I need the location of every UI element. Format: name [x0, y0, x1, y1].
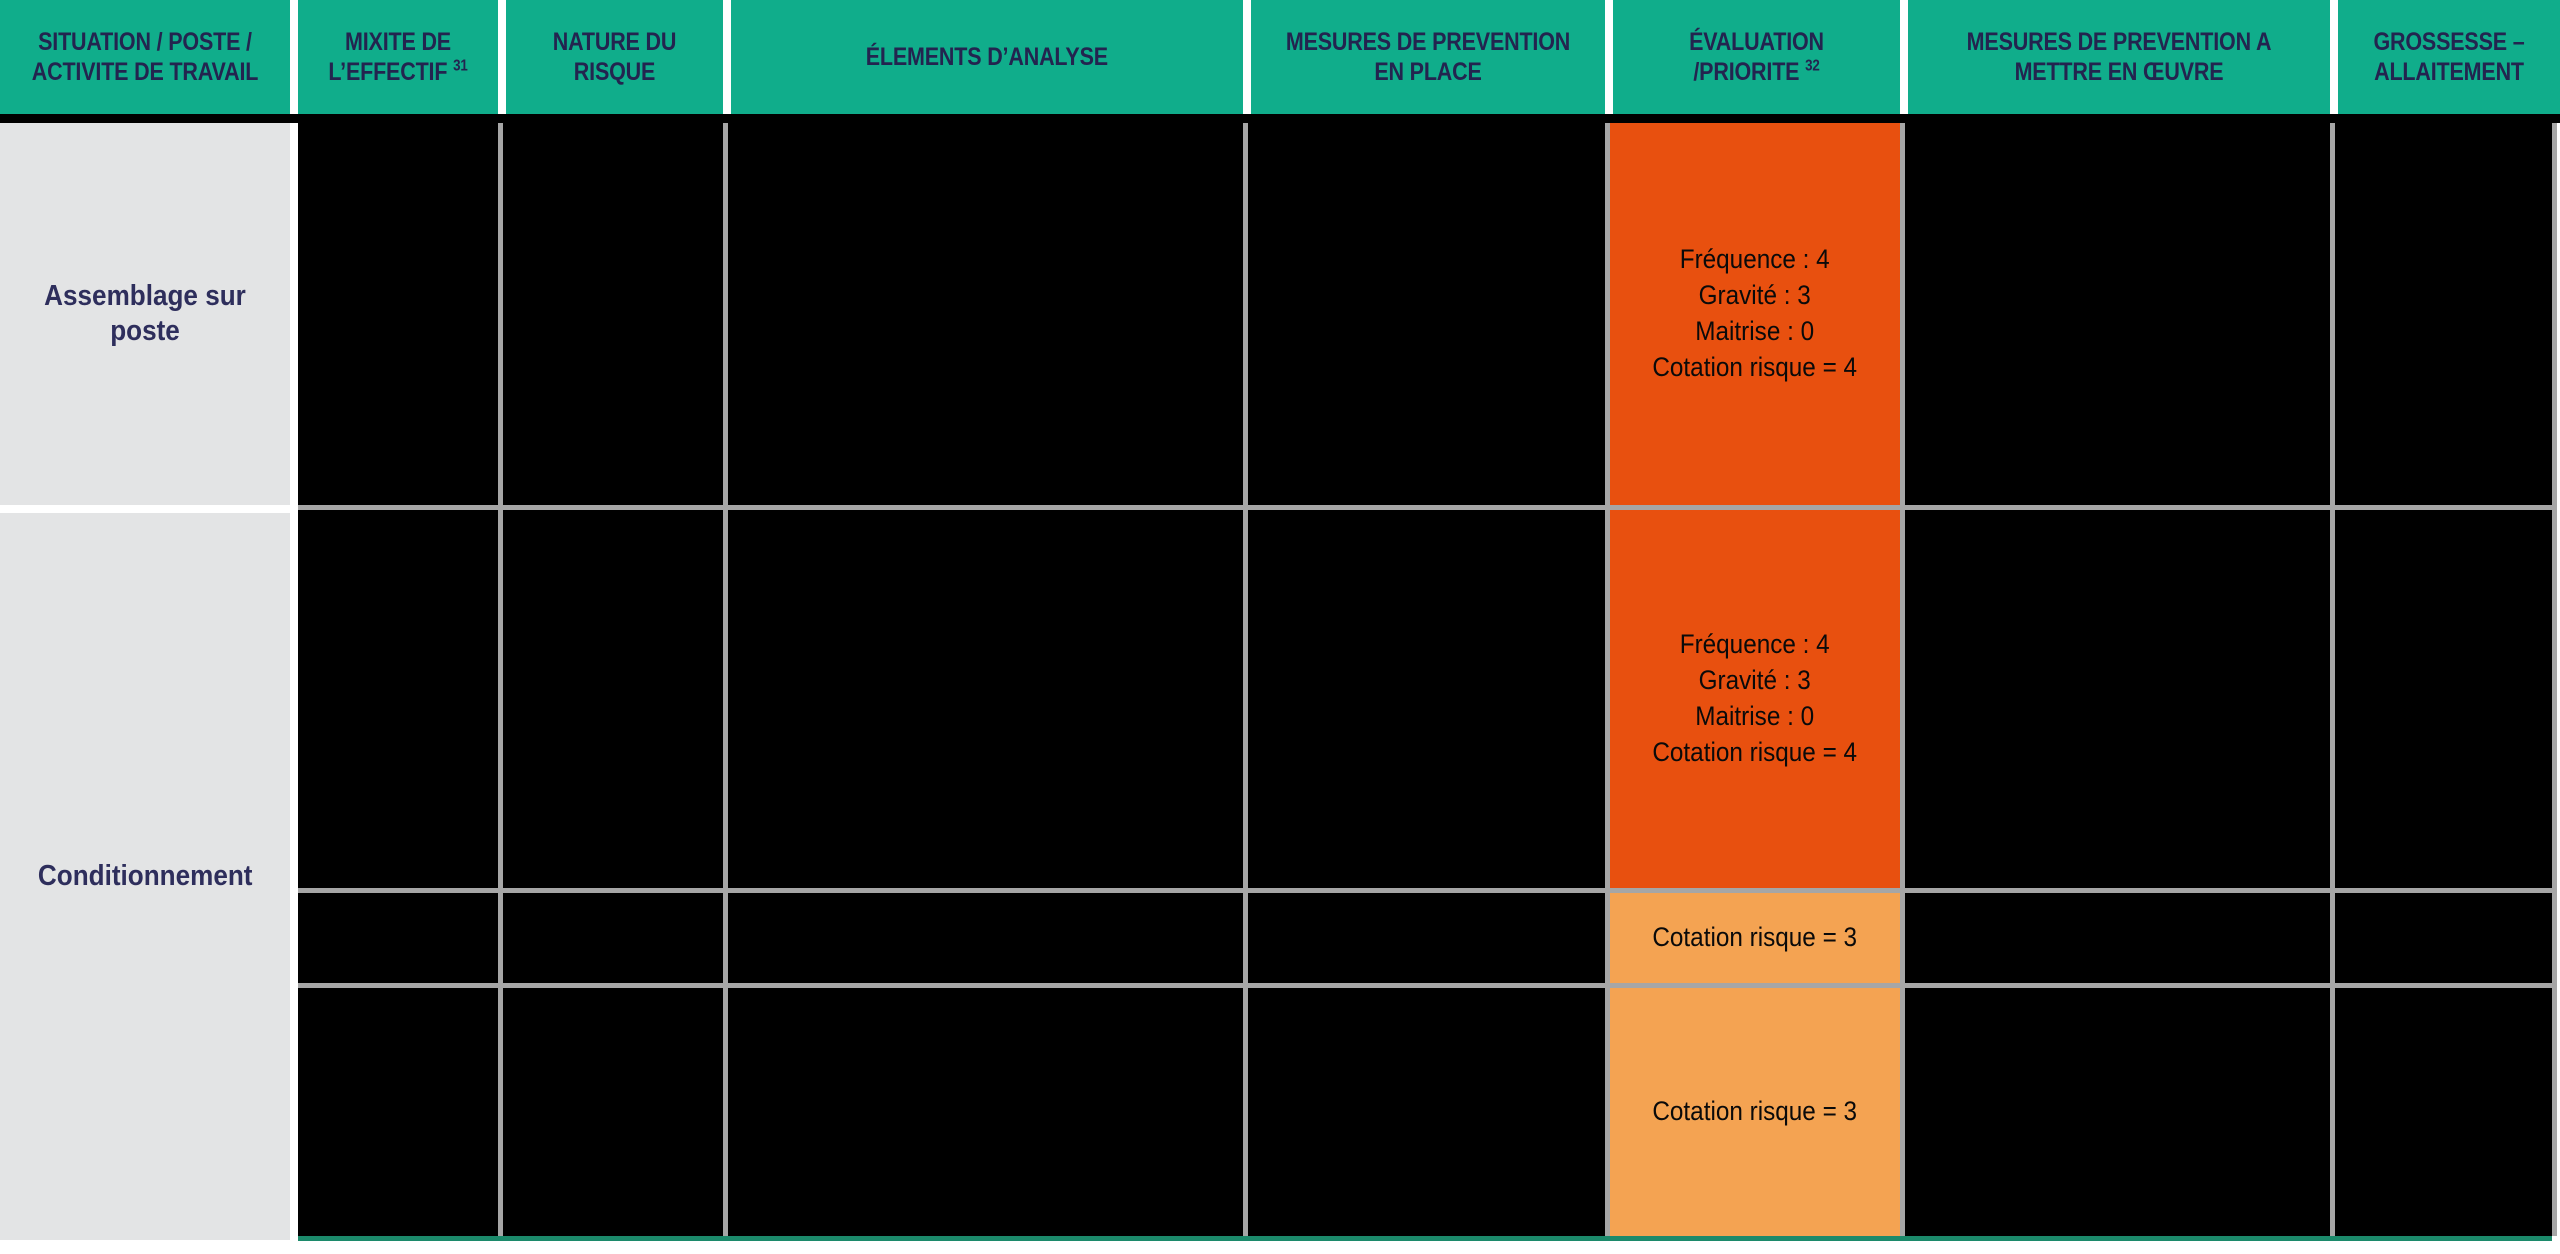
column-header-mixite[interactable]: MIXITE DE L’EFFECTIF 31 [298, 0, 498, 114]
cell-conditionnement-3-evaluation[interactable]: Cotation risque = 3 [1610, 988, 1900, 1236]
cell-conditionnement-3-mixite[interactable] [298, 988, 498, 1236]
cell-conditionnement-2-nature[interactable] [503, 893, 723, 983]
row-separator [298, 888, 2552, 893]
cell-conditionnement-1-nature[interactable] [503, 510, 723, 888]
cell-assemblage-elements[interactable] [728, 123, 1243, 505]
cell-conditionnement-2-grossesse[interactable] [2335, 893, 2552, 983]
cell-assemblage-grossesse[interactable] [2335, 123, 2552, 505]
cell-conditionnement-1-elements[interactable] [728, 510, 1243, 888]
column-separator [2330, 123, 2335, 1236]
cell-conditionnement-1-grossesse[interactable] [2335, 510, 2552, 888]
evaluation-text-conditionnement-2: Cotation risque = 3 [1652, 922, 1858, 953]
table-row[interactable]: Assemblage sur poste [0, 123, 290, 505]
column-header-nature-label: NATURE DU RISQUE [552, 27, 677, 87]
cell-assemblage-prevention-en-place[interactable] [1248, 123, 1605, 505]
cell-assemblage-prevention-a-mettre-en-oeuvre[interactable] [1905, 123, 2330, 505]
column-header-situation-label: SITUATION / POSTE / ACTIVITE DE TRAVAIL [31, 27, 259, 87]
column-header-grossesse-allaitement[interactable]: GROSSESSE – ALLAITEMENT [2338, 0, 2560, 114]
cell-conditionnement-3-nature[interactable] [503, 988, 723, 1236]
column-header-prevention-a-mettre-en-oeuvre-label: MESURES DE PREVENTION A METTRE EN ŒUVRE [1966, 27, 2272, 87]
cell-conditionnement-3-grossesse[interactable] [2335, 988, 2552, 1236]
column-gutter [290, 123, 298, 1254]
column-header-nature[interactable]: NATURE DU RISQUE [506, 0, 723, 114]
column-header-prevention-en-place-label: MESURES DE PREVENTION EN PLACE [1285, 27, 1571, 87]
column-separator [1605, 123, 1610, 1236]
cell-assemblage-evaluation[interactable]: Fréquence : 4 Gravité : 3 Maitrise : 0 C… [1610, 123, 1900, 505]
cell-conditionnement-3-elements[interactable] [728, 988, 1243, 1236]
table-bottom-rule [298, 1236, 2552, 1241]
row-separator [298, 983, 2552, 988]
column-header-evaluation-text: ÉVALUATION /PRIORITE [1689, 27, 1824, 87]
column-separator [498, 123, 503, 1236]
cell-assemblage-mixite[interactable] [298, 123, 498, 505]
column-separator [1900, 123, 1905, 1236]
cell-conditionnement-1-mixite[interactable] [298, 510, 498, 888]
cell-conditionnement-2-prevention-a-mettre-en-oeuvre[interactable] [1905, 893, 2330, 983]
cell-assemblage-nature[interactable] [503, 123, 723, 505]
cell-conditionnement-2-prevention-en-place[interactable] [1248, 893, 1605, 983]
evaluation-text-conditionnement-1: Fréquence : 4 Gravité : 3 Maitrise : 0 C… [1652, 629, 1858, 767]
row-separator [298, 505, 2552, 510]
cell-conditionnement-2-elements[interactable] [728, 893, 1243, 983]
cell-conditionnement-3-prevention-a-mettre-en-oeuvre[interactable] [1905, 988, 2330, 1236]
column-header-elements[interactable]: ÉLEMENTS D’ANALYSE [731, 0, 1243, 114]
table-row[interactable]: Conditionnement [0, 513, 290, 1240]
evaluation-text-conditionnement-3: Cotation risque = 3 [1652, 1096, 1858, 1127]
table-right-edge [2552, 123, 2557, 1236]
column-header-evaluation-footnote: 32 [1805, 57, 1820, 75]
column-header-mixite-footnote: 31 [453, 57, 468, 75]
table-body: Assemblage sur poste Conditionnement Fré… [0, 123, 2560, 1254]
column-header-situation[interactable]: SITUATION / POSTE / ACTIVITE DE TRAVAIL [0, 0, 290, 114]
cell-conditionnement-2-mixite[interactable] [298, 893, 498, 983]
cell-conditionnement-1-prevention-a-mettre-en-oeuvre[interactable] [1905, 510, 2330, 888]
column-header-elements-label: ÉLEMENTS D’ANALYSE [865, 42, 1109, 71]
cell-conditionnement-1-prevention-en-place[interactable] [1248, 510, 1605, 888]
cell-conditionnement-2-evaluation[interactable]: Cotation risque = 3 [1610, 893, 1900, 983]
column-header-prevention-en-place[interactable]: MESURES DE PREVENTION EN PLACE [1251, 0, 1605, 114]
evaluation-text-assemblage: Fréquence : 4 Gravité : 3 Maitrise : 0 C… [1652, 244, 1858, 382]
situation-label-conditionnement: Conditionnement [37, 859, 253, 892]
column-separator [723, 123, 728, 1236]
column-separator [1243, 123, 1248, 1236]
cell-conditionnement-1-evaluation[interactable]: Fréquence : 4 Gravité : 3 Maitrise : 0 C… [1610, 510, 1900, 888]
column-header-evaluation-label: ÉVALUATION /PRIORITE 32 [1638, 27, 1875, 88]
cell-conditionnement-3-prevention-en-place[interactable] [1248, 988, 1605, 1236]
column-header-evaluation[interactable]: ÉVALUATION /PRIORITE 32 [1613, 0, 1900, 114]
table-header-row: SITUATION / POSTE / ACTIVITE DE TRAVAIL … [0, 0, 2560, 114]
column-header-mixite-label: MIXITE DE L’EFFECTIF 31 [317, 27, 479, 88]
column-header-prevention-a-mettre-en-oeuvre[interactable]: MESURES DE PREVENTION A METTRE EN ŒUVRE [1908, 0, 2330, 114]
column-header-mixite-text: MIXITE DE L’EFFECTIF [328, 27, 454, 87]
column-header-grossesse-allaitement-label: GROSSESSE – ALLAITEMENT [2373, 27, 2525, 87]
situation-row-gutter [0, 505, 290, 513]
situation-label-assemblage: Assemblage sur poste [44, 279, 246, 347]
